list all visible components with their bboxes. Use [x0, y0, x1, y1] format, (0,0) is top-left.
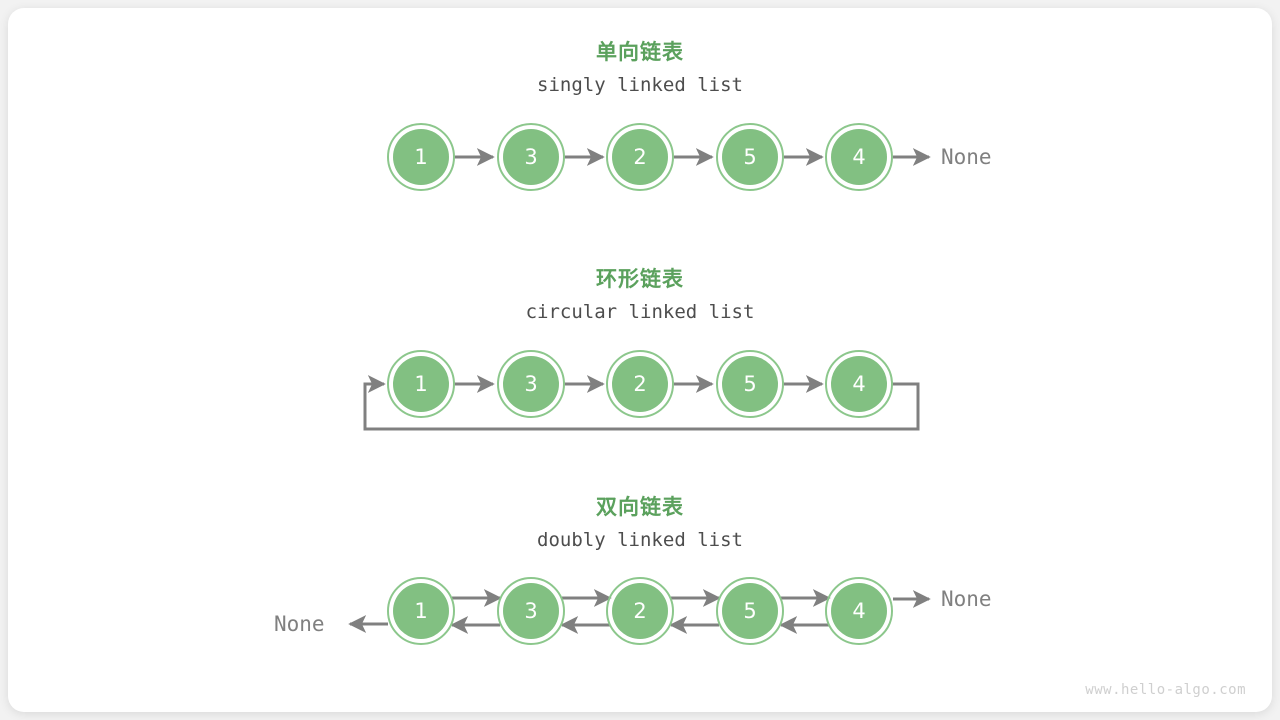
singly-node-value: 5 — [743, 145, 756, 169]
doubly-node-5: 4 — [825, 577, 893, 645]
circular-node-3: 2 — [606, 350, 674, 418]
doubly-title-en: doubly linked list — [537, 529, 743, 551]
doubly-backward-arrows — [348, 615, 829, 634]
doubly-tail-none-label: None — [941, 587, 992, 611]
singly-node-4: 5 — [716, 123, 784, 191]
singly-node-2: 3 — [497, 123, 565, 191]
doubly-node-2: 3 — [497, 577, 565, 645]
circular-loopback-path — [363, 375, 920, 431]
circular-node-5: 4 — [825, 350, 893, 418]
watermark: www.hello-algo.com — [1085, 682, 1246, 698]
circular-linked-list-group: 1 3 2 5 4 — [363, 350, 920, 431]
doubly-node-value: 5 — [743, 599, 756, 623]
doubly-node-1: 1 — [387, 577, 455, 645]
singly-node-value: 3 — [524, 145, 537, 169]
doubly-linked-list-group: 1 3 2 5 4 — [348, 577, 931, 645]
singly-node-value: 2 — [633, 145, 646, 169]
singly-title-cn: 单向链表 — [596, 40, 684, 64]
circular-node-value: 5 — [743, 372, 756, 396]
singly-tail-none-label: None — [941, 145, 992, 169]
singly-title-en: singly linked list — [537, 74, 743, 96]
singly-node-5: 4 — [825, 123, 893, 191]
circular-title-cn: 环形链表 — [596, 267, 684, 291]
singly-node-value: 4 — [852, 145, 865, 169]
doubly-head-none-label: None — [274, 612, 325, 636]
doubly-title-cn: 双向链表 — [596, 495, 684, 519]
doubly-node-value: 3 — [524, 599, 537, 623]
circular-node-2: 3 — [497, 350, 565, 418]
circular-node-value: 4 — [852, 372, 865, 396]
singly-node-3: 2 — [606, 123, 674, 191]
circular-node-value: 3 — [524, 372, 537, 396]
doubly-node-value: 4 — [852, 599, 865, 623]
doubly-node-4: 5 — [716, 577, 784, 645]
circular-title-en: circular linked list — [525, 301, 755, 323]
singly-node-value: 1 — [414, 145, 427, 169]
doubly-node-value: 1 — [414, 599, 427, 623]
doubly-forward-arrows — [452, 589, 931, 608]
singly-linked-list-group: 1 3 2 5 4 — [387, 123, 931, 191]
doubly-node-3: 2 — [606, 577, 674, 645]
doubly-node-value: 2 — [633, 599, 646, 623]
circular-node-value: 1 — [414, 372, 427, 396]
circular-node-4: 5 — [716, 350, 784, 418]
singly-node-1: 1 — [387, 123, 455, 191]
circular-node-value: 2 — [633, 372, 646, 396]
circular-node-1: 1 — [387, 350, 455, 418]
